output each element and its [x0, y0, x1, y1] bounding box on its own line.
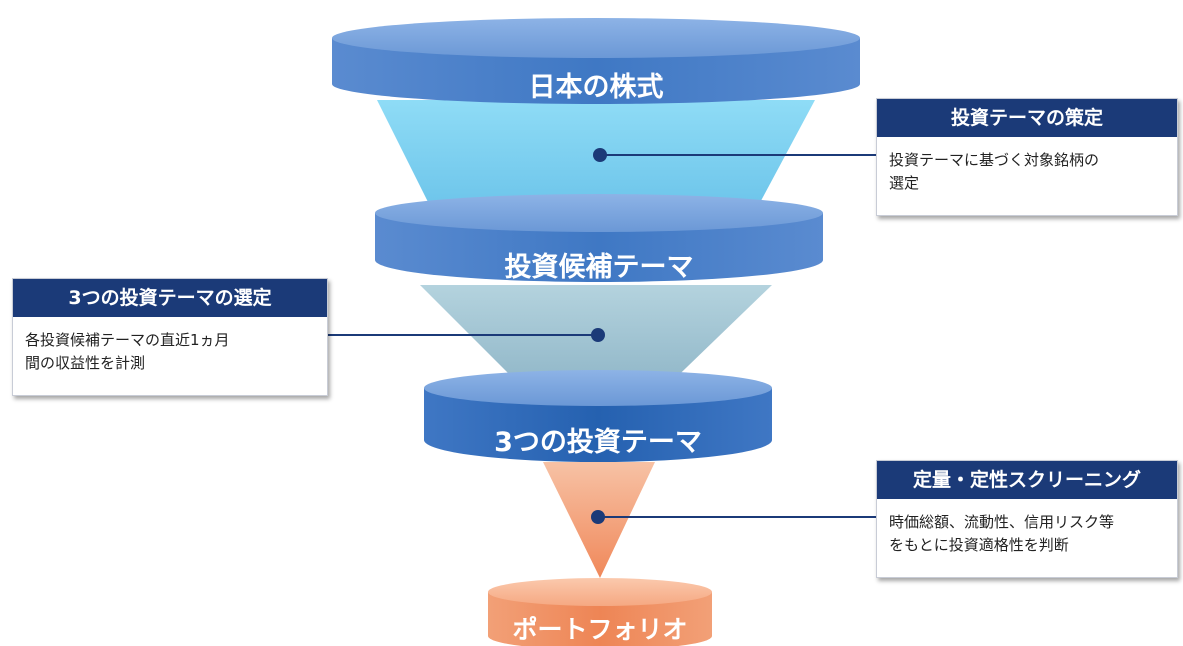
- callout-screening: 定量・定性スクリーニング 時価総額、流動性、信用リスク等 をもとに投資適格性を判…: [876, 460, 1178, 578]
- callout-body: 各投資候補テーマの直近1ヵ月 間の収益性を計測: [13, 317, 327, 385]
- callout-body: 投資テーマに基づく対象銘柄の 選定: [877, 137, 1177, 205]
- funnel-level-4: ポートフォリオ: [488, 578, 712, 646]
- callout-body: 時価総額、流動性、信用リスク等 をもとに投資適格性を判断: [877, 499, 1177, 567]
- funnel-level-4-label: ポートフォリオ: [512, 615, 687, 644]
- callout-body-line: をもとに投資適格性を判断: [889, 536, 1069, 554]
- funnel-level-2-label: 投資候補テーマ: [505, 252, 694, 283]
- funnel-level-1-label: 日本の株式: [529, 72, 664, 103]
- funnel-level-3: 3つの投資テーマ: [424, 370, 772, 462]
- callout-theme-selection: 3つの投資テーマの選定 各投資候補テーマの直近1ヵ月 間の収益性を計測: [12, 278, 328, 396]
- funnel-level-1: 日本の株式: [332, 18, 860, 104]
- funnel-level-3-label: 3つの投資テーマ: [494, 427, 702, 458]
- connector-1: [593, 148, 876, 162]
- funnel-level-2: 投資候補テーマ: [375, 194, 823, 283]
- callout-title: 定量・定性スクリーニング: [877, 461, 1177, 499]
- callout-body-line: 各投資候補テーマの直近1ヵ月: [25, 331, 230, 349]
- connector-3: [591, 510, 876, 524]
- callout-body-line: 選定: [889, 174, 920, 192]
- callout-investment-theme: 投資テーマの策定 投資テーマに基づく対象銘柄の 選定: [876, 98, 1178, 216]
- callout-title: 投資テーマの策定: [877, 99, 1177, 137]
- callout-title: 3つの投資テーマの選定: [13, 279, 327, 317]
- callout-body-line: 投資テーマに基づく対象銘柄の: [889, 151, 1100, 169]
- callout-body-line: 間の収益性を計測: [25, 354, 146, 372]
- connector-2: [326, 328, 605, 342]
- callout-body-line: 時価総額、流動性、信用リスク等: [889, 513, 1115, 531]
